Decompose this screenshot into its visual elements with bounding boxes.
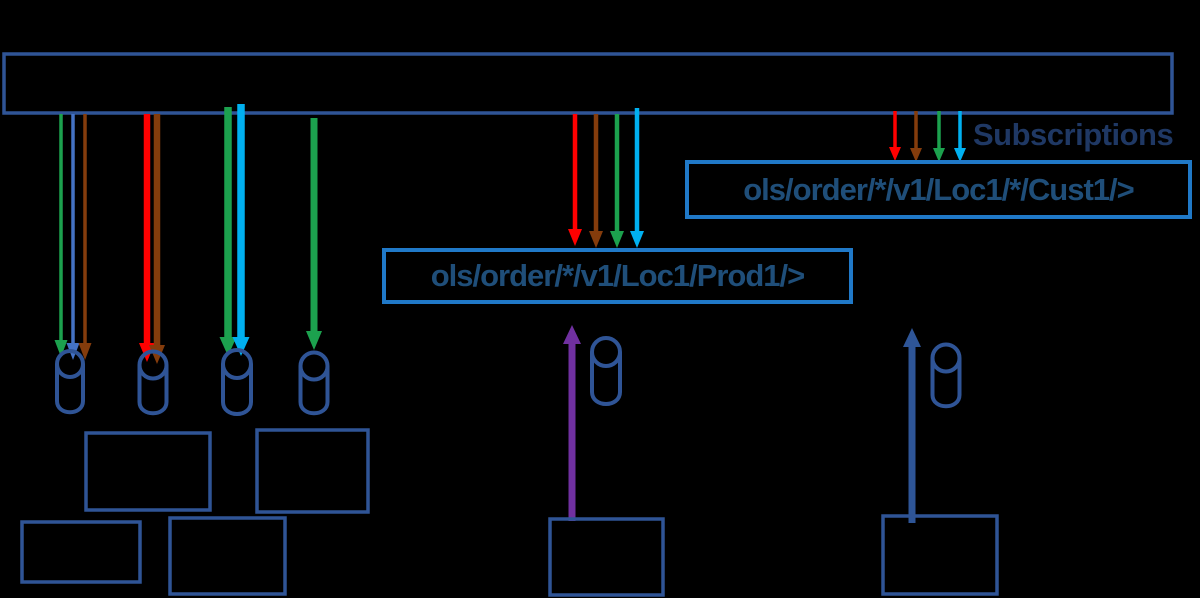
publish-arrow-red-cust1 <box>889 111 901 161</box>
cylinder-body <box>298 366 330 416</box>
publish-arrow-red-prod1 <box>568 114 582 246</box>
cylinder-body <box>590 352 622 406</box>
publish-arrow-green-queue1 <box>54 114 68 357</box>
arrow-head-icon <box>589 231 603 248</box>
arrow-head-icon <box>306 331 322 350</box>
cylinder-top <box>298 350 330 382</box>
arrow-head-icon <box>568 229 582 246</box>
publish-arrow-green-prod1 <box>610 114 624 248</box>
subscriptions-label: Subscriptions <box>973 117 1174 152</box>
queue-cylinder-6 <box>930 342 962 409</box>
arrow-head-icon <box>933 148 945 162</box>
publish-arrow-brown-queue2 <box>149 114 165 364</box>
subscription-filter-prod1-text: ols/order/*/v1/Loc1/Prod1/> <box>430 258 806 293</box>
queue-cylinder-1 <box>55 349 85 415</box>
publish-arrow-brown-cust1 <box>910 111 922 162</box>
publish-arrow-blue-queue1 <box>66 114 80 360</box>
event-bus-bar <box>2 52 1174 115</box>
queue-cylinder-4 <box>298 350 330 416</box>
publish-arrow-green-queue3 <box>219 107 237 356</box>
queue-cylinder-3 <box>221 348 253 416</box>
subscription-filter-cust1-text: ols/order/*/v1/Loc1/*/Cust1/> <box>743 171 1135 207</box>
cylinder-body <box>221 364 253 416</box>
publish-arrow-cyan-queue3 <box>232 104 250 356</box>
arrow-head-icon <box>610 231 624 248</box>
consumer-box-5 <box>548 517 665 597</box>
arrow-head-icon <box>54 340 68 357</box>
consumer-box-1 <box>84 431 212 512</box>
consumer-box-2 <box>255 428 370 514</box>
arrow-head-icon <box>630 231 644 248</box>
subscribe-arrow-purple-prod1 <box>563 325 581 521</box>
cylinder-top <box>55 349 85 379</box>
cylinder-top <box>590 336 622 368</box>
publish-arrow-brown-prod1 <box>589 114 603 248</box>
subscribe-arrow-blue-cust1 <box>903 328 921 523</box>
publish-arrow-brown-queue1 <box>78 114 92 360</box>
publish-arrow-cyan-prod1 <box>630 108 644 248</box>
arrow-head-icon <box>903 328 921 347</box>
subscription-filter-cust1: ols/order/*/v1/Loc1/*/Cust1/> <box>685 160 1192 219</box>
arrow-head-icon <box>219 337 237 356</box>
consumer-box-4 <box>168 516 287 596</box>
arrow-head-icon <box>889 147 901 161</box>
arrow-head-icon <box>78 343 92 360</box>
cylinder-top <box>221 348 253 380</box>
cylinder-body <box>55 364 85 415</box>
arrow-head-icon <box>563 325 581 344</box>
consumer-box-6 <box>881 514 999 596</box>
subscription-filter-prod1: ols/order/*/v1/Loc1/Prod1/> <box>382 248 853 304</box>
cylinder-top <box>137 349 169 381</box>
cylinder-body <box>930 358 962 409</box>
queue-cylinder-2 <box>137 349 169 416</box>
arrow-head-icon <box>910 148 922 162</box>
publish-arrow-red-queue2 <box>139 114 155 362</box>
arrow-head-icon <box>954 148 966 162</box>
publish-arrow-cyan-cust1 <box>954 111 966 162</box>
queue-cylinder-5 <box>590 336 622 406</box>
publish-arrow-green-queue4 <box>306 118 322 350</box>
cylinder-top <box>930 342 962 374</box>
cylinder-body <box>137 365 169 416</box>
consumer-box-3 <box>20 520 142 584</box>
arrow-head-icon <box>232 337 250 356</box>
publish-arrow-green-cust1 <box>933 111 945 162</box>
